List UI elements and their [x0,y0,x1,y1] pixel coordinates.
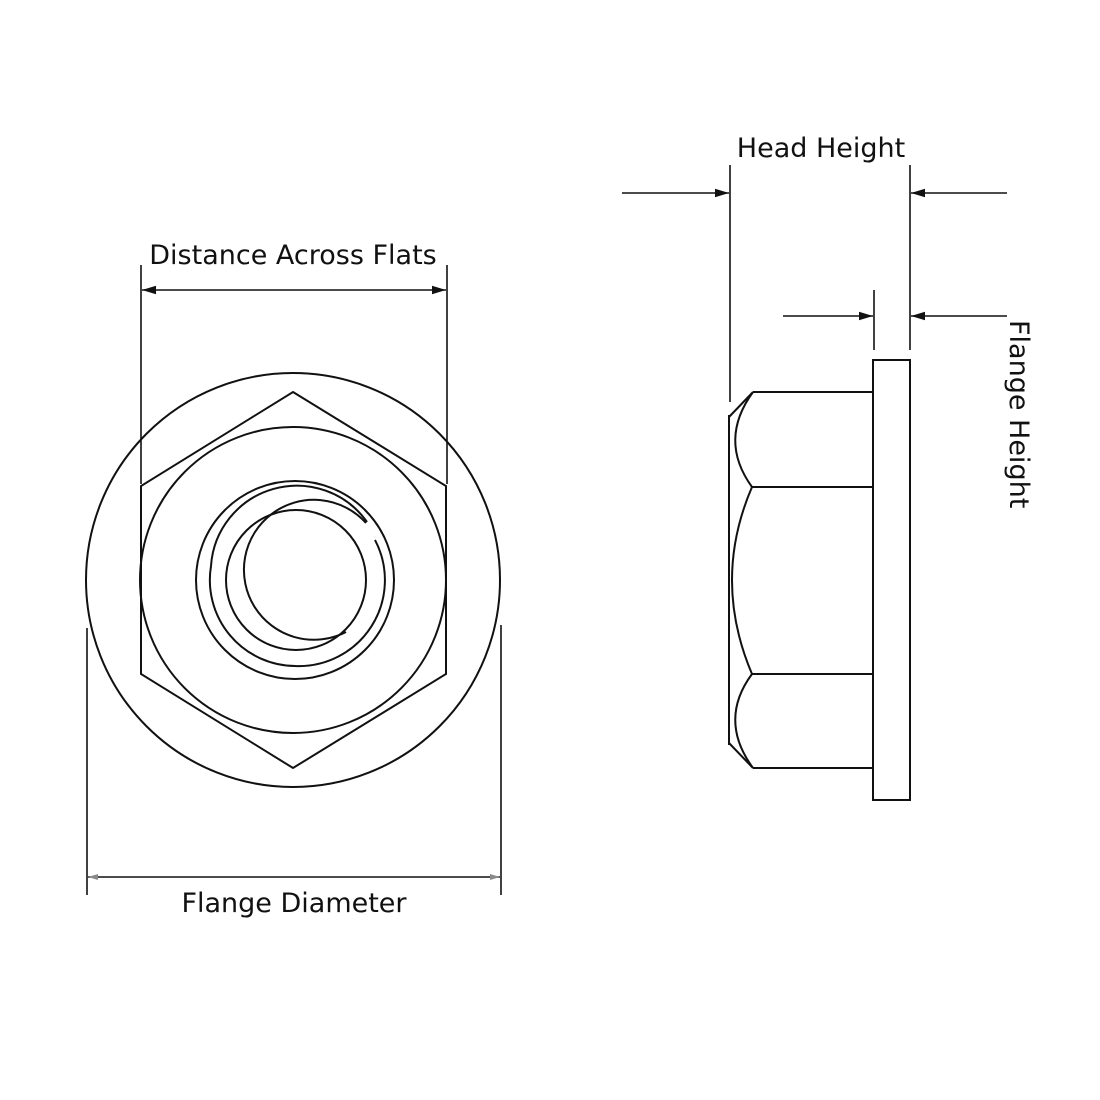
flange-height-dimension: Flange Height [783,290,1034,508]
flange-diameter-dimension: Flange Diameter [86,625,502,919]
flange-height-label: Flange Height [1003,320,1034,508]
head-height-label: Head Height [737,133,905,164]
hex-outline [140,390,447,770]
distance-across-flats-label: Distance Across Flats [149,240,436,271]
front-view [85,372,501,788]
hex-face-arc-middle [731,486,753,675]
head-height-dimension: Head Height [622,133,1007,402]
hex-face-arc-top [734,391,754,488]
thread-outer-circle [195,480,395,680]
side-view [728,359,911,801]
hex-chamfer-circle [139,426,447,734]
thread-spiral [208,484,386,668]
thread-spiral-inner [242,498,367,641]
flange-circle [85,372,501,788]
hex-face-arc-bottom [734,673,754,769]
flange-diameter-label: Flange Diameter [181,888,407,919]
flange-profile [872,359,911,801]
distance-across-flats-dimension: Distance Across Flats [140,240,448,484]
bore-circle [225,509,367,651]
